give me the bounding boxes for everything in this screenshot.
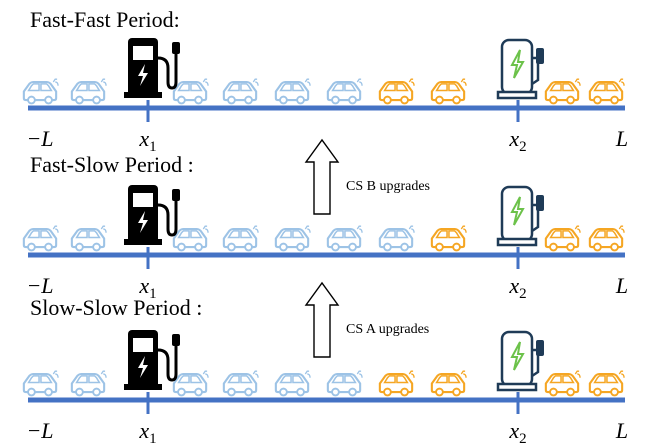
electric-car-icon (172, 370, 209, 397)
electric-car-icon (222, 78, 259, 105)
electric-car-icon (22, 370, 59, 397)
electric-car-icon (378, 78, 415, 105)
panel-slow-slow: Slow-Slow Period : −L Lx1 x2 (22, 295, 628, 445)
label-left-end: −L (26, 418, 53, 443)
label-right-end: L (615, 418, 628, 443)
electric-car-icon (22, 225, 59, 252)
electric-car-icon (274, 78, 311, 105)
electric-car-icon (430, 78, 467, 105)
label-left-end: −L (26, 126, 53, 151)
electric-car-icon (222, 225, 259, 252)
panel-title: Fast-Fast Period: (30, 7, 180, 32)
electric-car-icon (430, 370, 467, 397)
electric-car-icon (378, 370, 415, 397)
label-right-end: L (615, 126, 628, 151)
electric-car-icon (544, 225, 581, 252)
electric-car-icon (70, 78, 107, 105)
electric-car-icon (172, 225, 209, 252)
electric-car-icon (70, 225, 107, 252)
label-x1: x1 (138, 418, 156, 445)
label-left-end: −L (26, 273, 53, 298)
panel-title: Fast-Slow Period : (30, 152, 194, 177)
electric-car-icon (430, 225, 467, 252)
electric-car-icon (544, 78, 581, 105)
electric-car-icon (588, 370, 625, 397)
electric-car-icon (222, 370, 259, 397)
electric-car-icon (274, 225, 311, 252)
electric-car-icon (172, 78, 209, 105)
electric-car-icon (588, 225, 625, 252)
charging-station-icon (124, 38, 180, 98)
charging-station-outline-icon (496, 38, 544, 100)
electric-car-icon (588, 78, 625, 105)
electric-car-icon (326, 225, 363, 252)
label-x2: x2 (508, 126, 526, 155)
label-x2: x2 (508, 418, 526, 445)
label-x1: x1 (138, 126, 156, 155)
electric-car-icon (22, 78, 59, 105)
upgrade-arrow: CS A upgrades (304, 281, 429, 358)
label-x2: x2 (508, 273, 526, 302)
electric-car-icon (378, 225, 415, 252)
arrow-label: CS B upgrades (346, 179, 430, 194)
label-right-end: L (615, 273, 628, 298)
upgrade-arrow: CS B upgrades (304, 138, 430, 215)
electric-car-icon (274, 370, 311, 397)
electric-car-icon (544, 370, 581, 397)
panel-fast-fast: Fast-Fast Period: −L Lx1 x2 (22, 7, 628, 155)
arrow-label: CS A upgrades (346, 322, 429, 337)
charging-station-outline-icon (496, 185, 544, 247)
electric-car-icon (326, 78, 363, 105)
electric-car-icon (326, 370, 363, 397)
charging-station-icon (124, 330, 180, 390)
panel-title: Slow-Slow Period : (30, 295, 202, 320)
charging-station-outline-icon (496, 330, 544, 392)
charging-station-icon (124, 185, 180, 245)
electric-car-icon (70, 370, 107, 397)
